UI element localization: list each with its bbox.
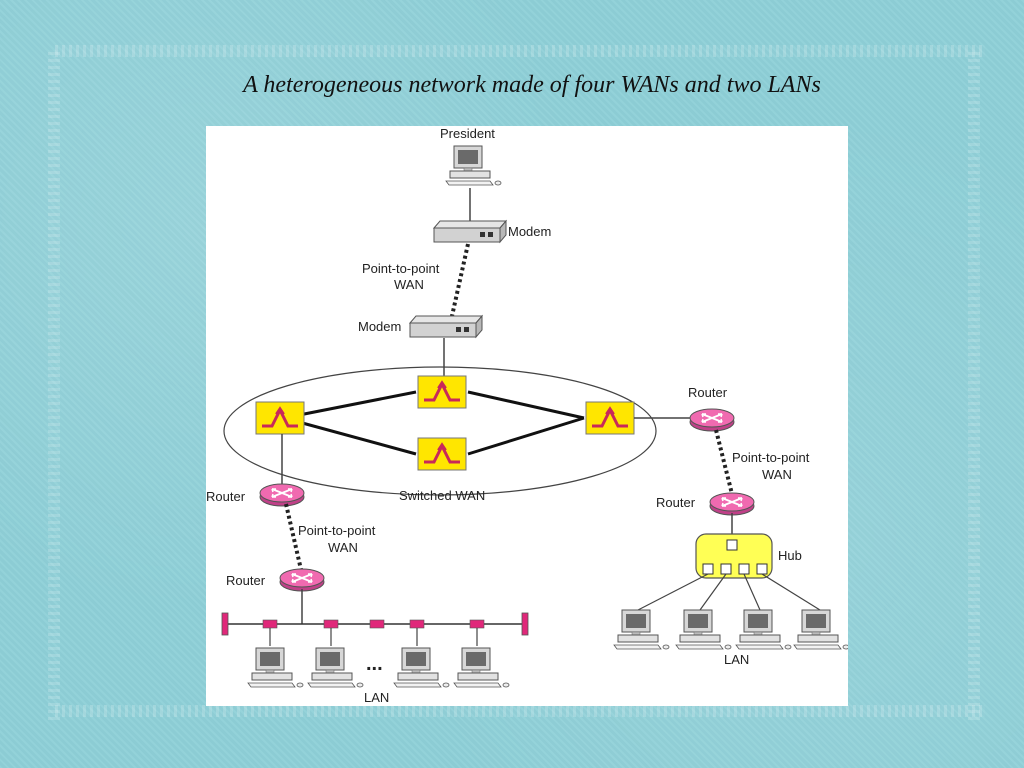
wan-switch-top-icon [416,374,468,410]
switched-wan-label: Switched WAN [399,488,485,503]
hub-label: Hub [778,548,802,563]
hub-port [720,563,732,575]
router-lan-left-label: Router [226,573,266,588]
p2p-right-label-line1: Point-to-point [732,450,810,465]
hub-link [743,573,761,611]
lan-right-computer-icon [675,609,732,650]
decorative-frame-top [55,45,985,57]
modem-bottom-icon [409,315,483,338]
bus-terminator-right [521,612,529,636]
router-right-label: Router [688,385,728,400]
hub-port [726,539,738,551]
router-hub-label: Router [656,495,696,510]
switched-wan-cloud [223,366,657,496]
p2p-left-label-line1: Point-to-point [298,523,376,538]
router-left-label: Router [206,489,246,504]
p2p-right-link [714,429,734,495]
wan-switch-right-icon [584,400,636,436]
switch-link-3 [467,390,585,420]
p2p-left-link [284,503,304,575]
bus-terminator-left [221,612,229,636]
router-hub-icon [709,492,755,516]
router-left-icon [259,483,305,507]
p2p-right-label-line2: WAN [762,467,792,482]
lan-right-computer-icon [735,609,792,650]
hub-port [756,563,768,575]
lan-left-label: LAN [364,690,389,705]
wan-switch-left-icon [254,400,306,436]
lan-left-computer-icon [247,647,304,688]
hub-port [738,563,750,575]
lan-left-computer-icon [307,647,364,688]
bus-tap [323,619,339,629]
p2p-top-label-line2: WAN [394,277,424,292]
modem-bottom-label: Modem [358,319,401,334]
modem-top-label: Modem [508,224,551,239]
decorative-frame-left [48,50,60,720]
hub-icon [695,533,773,579]
switch-link-1 [283,390,417,420]
lan-left-computer-icon [393,647,450,688]
lan-right-computer-icon [793,609,848,650]
decorative-frame-bottom [55,705,985,717]
bus-tap [369,619,385,629]
bus-tap [409,619,425,629]
president-label: President [440,126,495,141]
p2p-top-label-line1: Point-to-point [362,261,440,276]
hub-port [702,563,714,575]
hub-link [637,573,709,611]
router-lan-left-icon [279,568,325,592]
slide-title: A heterogeneous network made of four WAN… [243,72,821,98]
modem-top-icon [433,220,507,243]
wan-switch-bottom-icon [416,436,468,472]
p2p-left-label-line2: WAN [328,540,358,555]
bus-tap [262,619,278,629]
switch-link-2 [283,416,417,456]
ellipsis-label: ... [366,653,383,675]
lan-right-computer-icon [613,609,670,650]
hub-link [761,573,821,611]
switch-link-4 [467,416,585,456]
bus-tap [469,619,485,629]
network-diagram: President Modem Point-to-point WAN Modem… [206,126,848,706]
lan-left-computer-icon [453,647,510,688]
decorative-frame-right [968,50,980,720]
p2p-top-link [450,243,470,317]
hub-link [699,573,727,611]
router-right-icon [689,408,735,432]
lan-right-label: LAN [724,652,749,667]
president-computer-icon [445,145,502,186]
